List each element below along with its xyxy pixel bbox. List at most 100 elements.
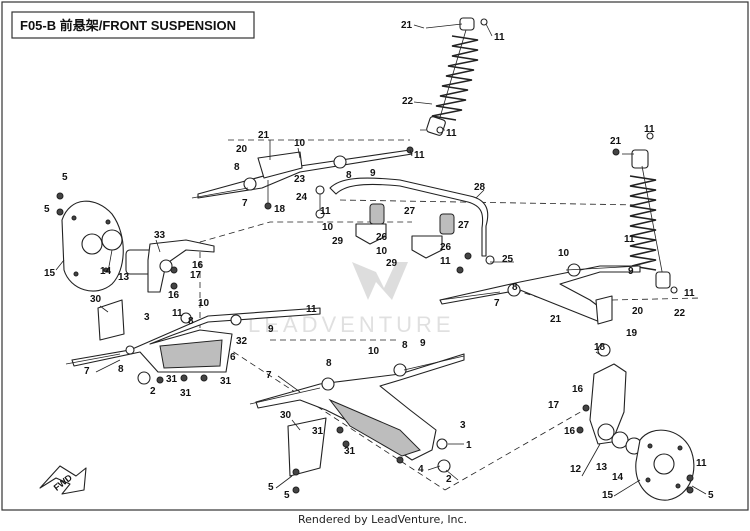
callout: 29 — [332, 236, 344, 247]
callout: 22 — [674, 308, 686, 319]
callout: 28 — [474, 182, 486, 193]
callout: 16 — [564, 426, 576, 437]
callout: 16 — [192, 260, 204, 271]
front-shock-absorber-top — [425, 17, 488, 136]
callout: 7 — [84, 366, 90, 377]
callout: 29 — [386, 258, 398, 269]
right-knuckle-assembly — [589, 343, 695, 501]
callout: 19 — [626, 328, 638, 339]
callout: 31 — [180, 388, 192, 399]
callout: 26 — [376, 232, 388, 243]
callout: 26 — [440, 242, 452, 253]
footer-credit: Rendered by LeadVenture, Inc. — [298, 513, 467, 526]
callout: 21 — [550, 314, 562, 325]
callout: 13 — [118, 272, 130, 283]
callout: 11 — [696, 458, 707, 469]
callout: 17 — [190, 270, 202, 281]
callout: 10 — [368, 346, 380, 357]
callout: 1 — [466, 440, 472, 451]
callout: 3 — [144, 312, 150, 323]
callout: 21 — [610, 136, 622, 147]
callout: 20 — [632, 306, 644, 317]
hardware-dots — [56, 146, 694, 494]
callout: 30 — [280, 410, 292, 421]
forward-direction-arrow: FWD — [39, 465, 87, 495]
callout: 15 — [602, 490, 614, 501]
callout: 27 — [458, 220, 470, 231]
callout: 31 — [312, 426, 324, 437]
callout: 8 — [188, 316, 194, 327]
callout: 25 — [502, 254, 514, 265]
callout: 8 — [402, 340, 408, 351]
callout: 14 — [100, 266, 112, 277]
callout: 10 — [198, 298, 210, 309]
callout: 11 — [320, 206, 331, 217]
callout: 11 — [446, 128, 457, 139]
upper-a-arm-right — [439, 263, 641, 325]
callout: 7 — [266, 370, 272, 381]
callout: 11 — [644, 124, 655, 135]
callout: 8 — [234, 162, 240, 173]
callout: 32 — [236, 336, 248, 347]
callout: 21 — [401, 20, 413, 31]
callout: 31 — [220, 376, 232, 387]
callout: 21 — [258, 130, 270, 141]
callout: 23 — [294, 174, 306, 185]
diagram-title: F05-B 前悬架/FRONT SUSPENSION — [20, 18, 236, 33]
callout: 8 — [512, 282, 518, 293]
callout: 24 — [296, 192, 308, 203]
watermark-logo — [352, 262, 408, 300]
front-shock-absorber-right — [622, 132, 678, 294]
callout-labels: 21 11 22 11 21 10 20 11 8 9 8 23 7 18 24… — [44, 20, 714, 501]
callout: 5 — [284, 490, 290, 501]
callout: 11 — [172, 308, 183, 319]
callout: 9 — [268, 324, 274, 335]
callout-leaders — [55, 23, 707, 497]
callout: 4 — [418, 464, 424, 475]
lower-a-arm-left — [71, 299, 321, 385]
upper-a-arm-left — [197, 149, 413, 210]
callout: 2 — [150, 386, 156, 397]
callout: 8 — [346, 170, 352, 181]
callout: 20 — [236, 144, 248, 155]
callout: 2 — [446, 474, 452, 485]
callout: 12 — [570, 464, 582, 475]
callout: 18 — [594, 342, 606, 353]
watermark: LEADVENTURE — [248, 262, 451, 337]
callout: 5 — [44, 204, 50, 215]
callout: 11 — [624, 234, 635, 245]
callout: 8 — [326, 358, 332, 369]
diagram-border — [1, 1, 749, 511]
callout: 11 — [306, 304, 317, 315]
callout: 15 — [44, 268, 56, 279]
callout: 30 — [90, 294, 102, 305]
callout: 14 — [612, 472, 624, 483]
callout: 11 — [684, 288, 695, 299]
callout: 27 — [404, 206, 416, 217]
callout: 31 — [166, 374, 178, 385]
callout: 11 — [414, 150, 425, 161]
callout: 18 — [274, 204, 286, 215]
left-knuckle-assembly — [61, 200, 215, 293]
callout: 5 — [268, 482, 274, 493]
callout: 31 — [344, 446, 356, 457]
callout: 7 — [494, 298, 500, 309]
callout: 16 — [572, 384, 584, 395]
callout: 8 — [118, 364, 124, 375]
title-box: F05-B 前悬架/FRONT SUSPENSION — [11, 11, 255, 39]
callout: 16 — [168, 290, 180, 301]
callout: 10 — [376, 246, 388, 257]
callout: 10 — [322, 222, 334, 233]
callout: 22 — [402, 96, 414, 107]
callout: 17 — [548, 400, 560, 411]
callout: 9 — [420, 338, 426, 349]
callout: 11 — [440, 256, 451, 267]
callout: 11 — [494, 32, 505, 43]
callout: 6 — [230, 352, 236, 363]
callout: 10 — [558, 248, 570, 259]
callout: 9 — [628, 266, 634, 277]
callout: 5 — [62, 172, 68, 183]
callout: 7 — [242, 198, 248, 209]
callout: 33 — [154, 230, 166, 241]
